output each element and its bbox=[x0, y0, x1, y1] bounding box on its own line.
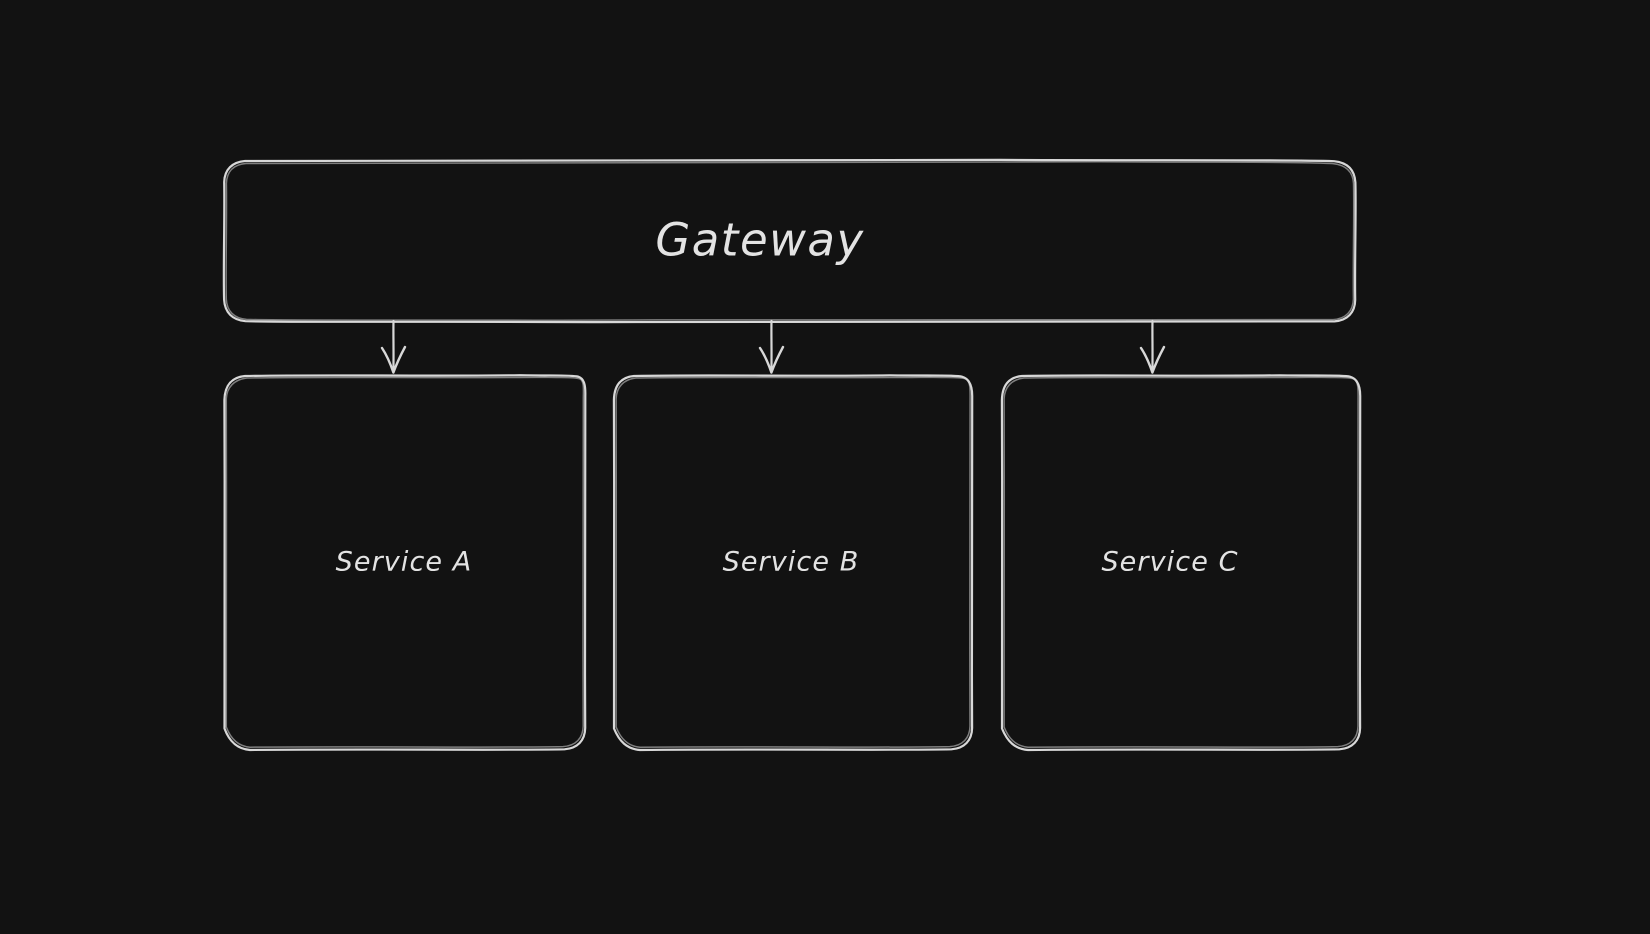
edge-gateway-to-service-a[interactable] bbox=[380, 319, 407, 374]
gateway-label: Gateway bbox=[655, 213, 865, 267]
service-a-box-outline-sketch bbox=[225, 376, 585, 748]
service-b-label: Service B bbox=[722, 546, 860, 578]
edge-gateway-service-c-arrowhead bbox=[1139, 345, 1166, 374]
service-b-box-outline-sketch bbox=[615, 376, 971, 748]
service-a-box-outline bbox=[223, 374, 587, 752]
service-c-box-outline bbox=[1000, 374, 1362, 752]
node-service-b[interactable] bbox=[612, 374, 974, 752]
service-c-label: Service C bbox=[1101, 546, 1239, 578]
node-gateway[interactable] bbox=[222, 158, 1357, 324]
edge-gateway-service-a-arrowhead bbox=[380, 345, 407, 374]
edge-gateway-to-service-c[interactable] bbox=[1139, 319, 1166, 374]
edge-gateway-service-b-arrowhead bbox=[758, 345, 785, 374]
service-b-box-outline bbox=[612, 374, 974, 752]
edge-gateway-to-service-b[interactable] bbox=[758, 319, 785, 374]
gateway-box-outline-sketch bbox=[225, 161, 1355, 322]
node-service-c[interactable] bbox=[1000, 374, 1362, 752]
gateway-box-outline bbox=[222, 158, 1357, 324]
service-c-box-outline-sketch bbox=[1003, 376, 1359, 748]
service-a-label: Service A bbox=[335, 546, 473, 578]
node-service-a[interactable] bbox=[223, 374, 587, 752]
